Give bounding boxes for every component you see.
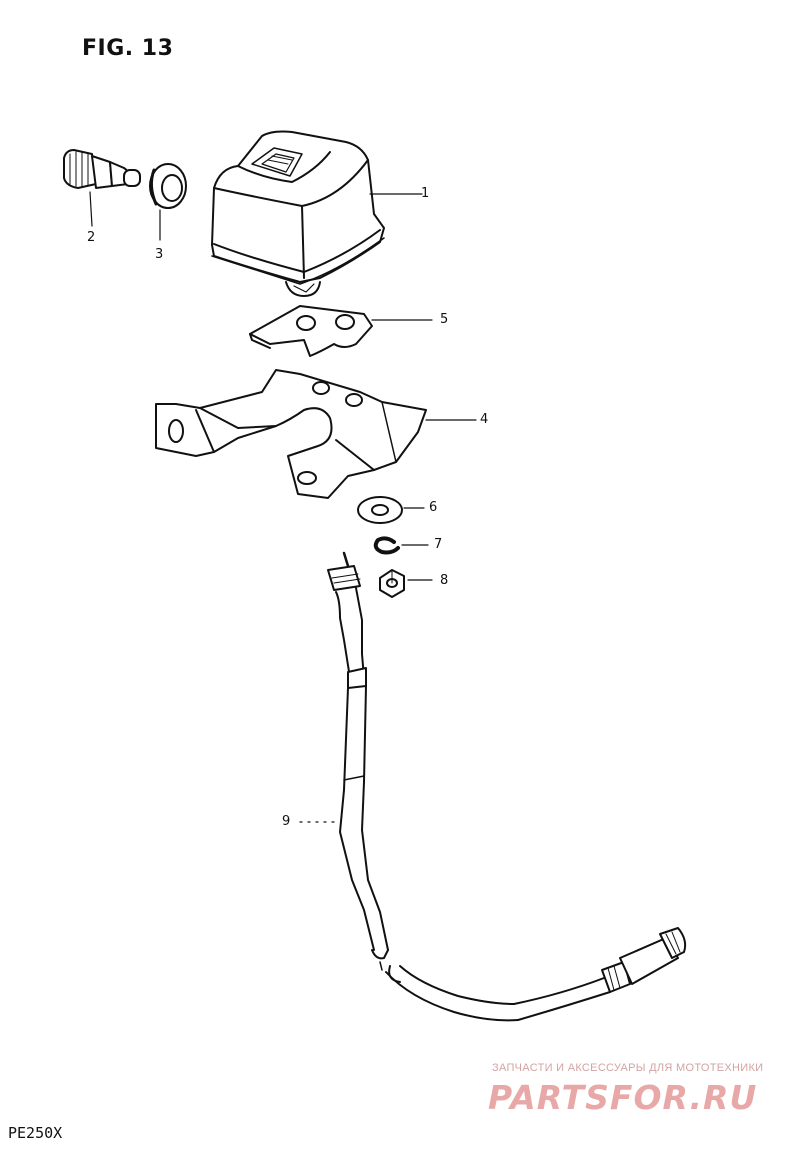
part-1-speedometer-housing (211, 130, 423, 297)
part-5-plate (249, 305, 433, 357)
callout-5: 5 (440, 312, 449, 327)
part-4-bracket (155, 369, 477, 499)
callout-7: 7 (434, 537, 443, 552)
callout-8: 8 (440, 573, 449, 588)
callout-4: 4 (480, 412, 489, 427)
part-8-nut (379, 569, 433, 598)
part-3-grommet (149, 163, 187, 241)
part-2-bulb-socket (63, 149, 141, 227)
figure-title: FIG. 13 (82, 36, 174, 61)
watermark-tagline: ЗАПЧАСТИ И АКСЕССУАРЫ ДЛЯ МОТОТЕХНИКИ (492, 1062, 764, 1074)
callout-9: 9 (282, 814, 291, 829)
part-6-washer (357, 496, 425, 524)
model-code: PE250X (8, 1124, 63, 1142)
callout-2: 2 (87, 230, 96, 245)
watermark-logo: PARTSFOR.RU (488, 1078, 758, 1117)
callout-1: 1 (421, 186, 430, 201)
callout-3: 3 (155, 247, 164, 262)
part-9-speedometer-cable (299, 551, 687, 1022)
callout-6: 6 (429, 500, 438, 515)
part-7-lock-washer (373, 536, 429, 555)
